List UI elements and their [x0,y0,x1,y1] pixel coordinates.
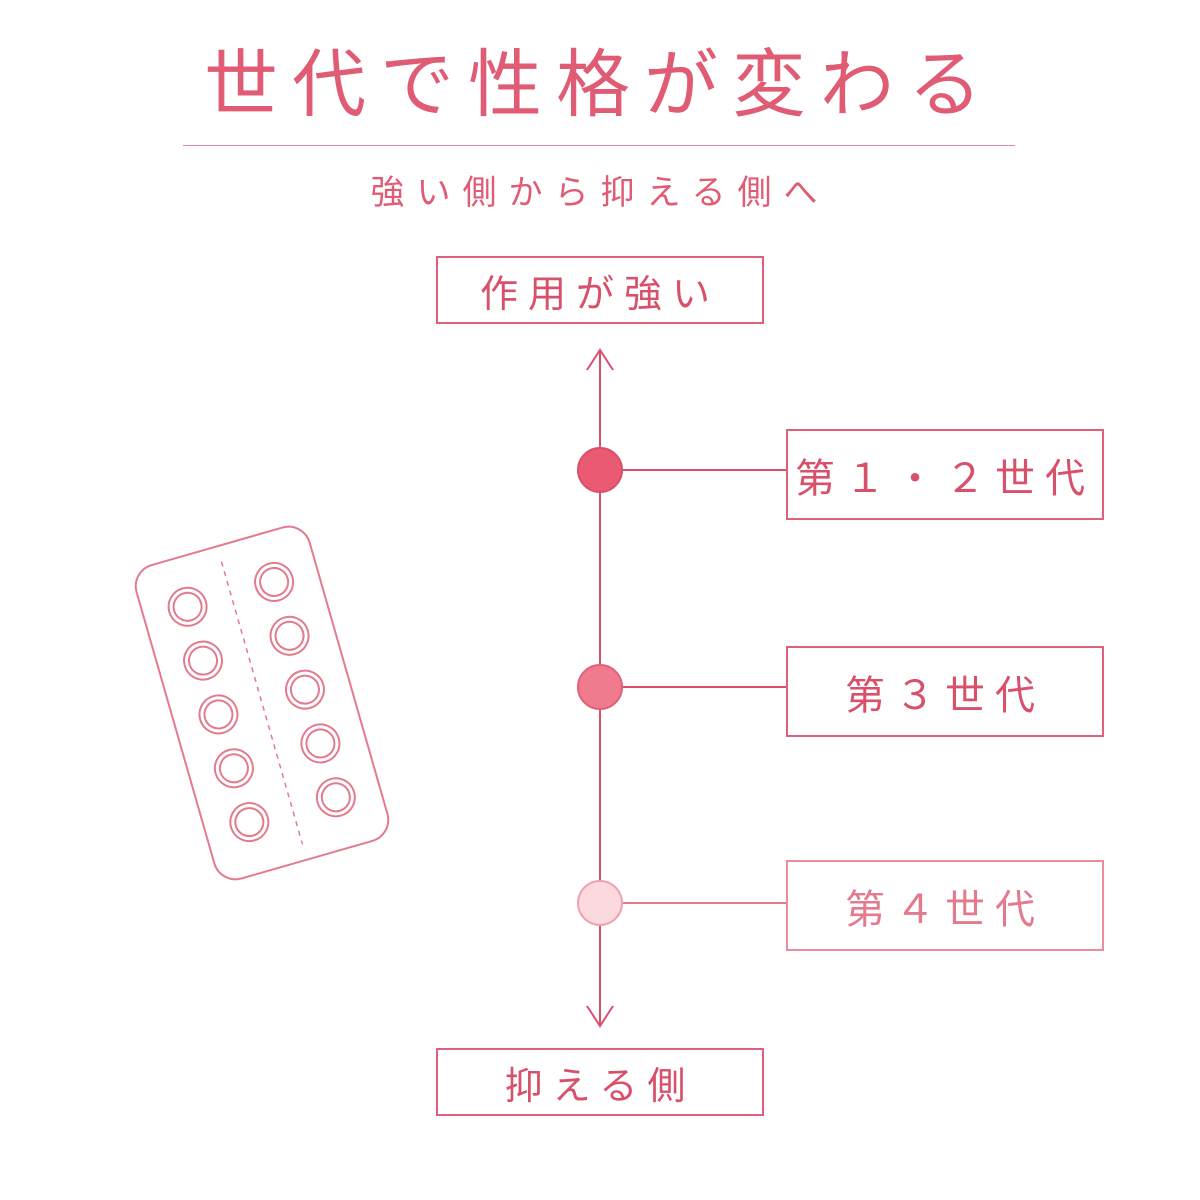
generation-label-gen3: 第３世代 [786,646,1104,737]
pill-icon [198,694,239,735]
pill-icon [315,777,356,818]
pill-inner-ring [172,591,203,622]
pill-icon [183,640,224,681]
pill-icon [254,561,295,602]
pill-inner-ring [274,620,305,651]
generation-dot-gen12 [577,447,623,493]
arrowhead-down-icon [586,1005,614,1028]
pill-icon [167,586,208,627]
pill-inner-ring [203,699,234,730]
pill-inner-ring [218,753,249,784]
axis-top-label: 作用が強い [436,256,764,324]
title-divider [183,145,1015,146]
axis-bottom-label: 抑える側 [436,1048,764,1116]
arrowhead-up-icon [586,348,614,371]
pill-inner-ring [234,807,265,838]
pill-inner-ring [289,674,320,705]
pill-blister-pack-icon [134,525,390,881]
page-subtitle: 強い側から抑える側へ [370,173,830,213]
pill-icon [284,669,325,710]
pill-icon [213,748,254,789]
pill-inner-ring [320,782,351,813]
generation-label-gen12: 第１・２世代 [786,429,1104,520]
generation-label-gen4: 第４世代 [786,860,1104,951]
page-title: 世代で性格が変わる [204,42,996,128]
pill-inner-ring [188,645,219,676]
pill-icon [269,615,310,656]
pill-inner-ring [305,728,336,759]
pill-inner-ring [259,566,290,597]
generation-dot-gen4 [577,880,623,926]
pill-icon [300,723,341,764]
generation-dot-gen3 [577,664,623,710]
pill-icon [229,802,270,843]
